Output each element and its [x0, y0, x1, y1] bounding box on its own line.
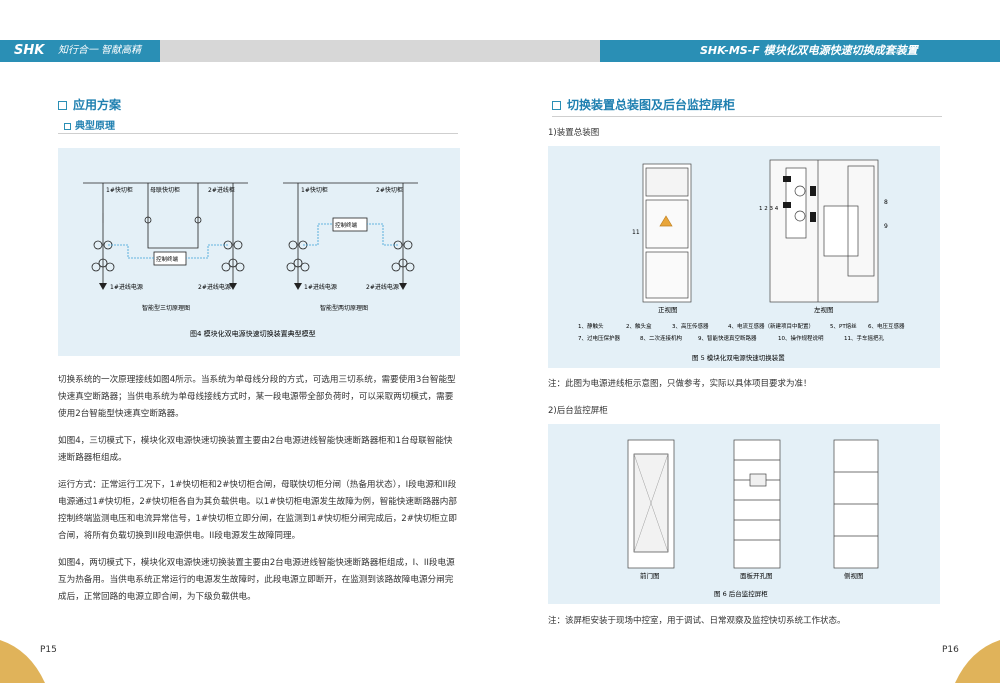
figure-5-box: 11 1 2 3 4 8 9 正视图 左视图 1、静触头 2、触头盒 3、高压传… [548, 146, 940, 368]
header-bar-right [600, 40, 1000, 62]
legend-item: 4、电流互感器（新建项目中配置） [728, 322, 814, 330]
legend-item: 6、电压互感器 [868, 322, 905, 330]
diagram-b-label-in2: 2#进线电源 [366, 283, 399, 291]
paragraph: 切换系统的一次原理接线如图4所示。当系统为单母线分段的方式，可选用三切系统，需要… [58, 375, 456, 419]
diagram-a-label-c1: 1#快切柜 [106, 186, 133, 194]
legend-item: 5、PT熔丝 [830, 322, 857, 330]
callout-9: 9 [884, 223, 888, 230]
legend-item: 1、静触头 [578, 322, 604, 330]
diagram-b-label-in1: 1#进线电源 [304, 283, 337, 291]
monitor-cabinet-drawing: 前门图 面板开孔图 侧视图 图 6 后台监控屏柜 [627, 439, 879, 598]
diagram-a-label-c3: 2#进线柜 [208, 186, 235, 194]
square-bullet-icon [64, 122, 71, 130]
left-subsection-title: 典型原理 [64, 117, 115, 132]
footer-decoration-right [955, 640, 1000, 683]
brand-logo: SHK [14, 43, 45, 58]
callout-8: 8 [884, 199, 888, 206]
square-bullet-icon [58, 101, 67, 110]
diagram-a-label-in1: 1#进线电源 [110, 283, 143, 291]
legend-item: 8、二次连接机构 [640, 334, 682, 342]
figure-4-caption: 图4 模块化双电源快速切换装置典型模型 [190, 329, 316, 338]
section-divider [58, 133, 458, 134]
header-bar-left [0, 40, 160, 62]
diagram-b-label-c1: 1#快切柜 [301, 186, 328, 194]
product-title: SHK-MS-F 模块化双电源快速切换成套装置 [700, 44, 918, 57]
diagram-a-label-in2: 2#进线电源 [198, 283, 231, 291]
diagram-b-caption: 智能型两切原理图 [320, 304, 368, 312]
diagram-a-label-ctrl: 控制终端 [156, 255, 179, 263]
diagram-a-label-c2: 母联快切柜 [150, 186, 180, 194]
diagram-a-caption: 智能型三切原理图 [142, 304, 190, 312]
panel-cutout-label: 面板开孔图 [740, 571, 773, 580]
monitor-subtitle: 2)后台监控屏柜 [548, 406, 608, 416]
figure-4-box: 1#快切柜 母联快切柜 2#进线柜 控制终端 1#进线电源 2#进线电源 智能型… [58, 148, 460, 356]
legend-item: 3、高压传感器 [672, 322, 709, 330]
front-door-label: 前门图 [640, 571, 660, 580]
page-number-right: P16 [942, 645, 959, 655]
brand-slogan: 知行合一 智献高精 [58, 45, 142, 56]
front-view-label: 正视图 [658, 305, 678, 314]
diagram-b-label-c2: 2#快切柜 [376, 186, 403, 194]
paragraph: 如图4，两切模式下，模块化双电源快速切换装置主要由2台电源进线智能快速断路器柜组… [58, 558, 455, 602]
square-bullet-icon [552, 101, 561, 110]
switchgear-assembly-drawing: 11 1 2 3 4 8 9 正视图 左视图 1、静触头 2、触头盒 3、高压传… [578, 159, 905, 362]
figure-6-box: 前门图 面板开孔图 侧视图 图 6 后台监控屏柜 [548, 424, 940, 604]
typical-principle-diagram: 1#快切柜 母联快切柜 2#进线柜 控制终端 1#进线电源 2#进线电源 智能型… [83, 182, 418, 338]
assembly-subtitle: 1)装置总装图 [548, 128, 600, 138]
note-assembly: 注：此图为电源进线柜示意图，只做参考，实际以具体项目要求为准！ [548, 379, 812, 389]
legend-item: 7、过电压保护器 [578, 334, 620, 342]
left-section-title: 应用方案 [58, 96, 121, 113]
side-view-label: 左视图 [814, 305, 834, 314]
legend-item: 2、触头盒 [626, 322, 652, 330]
right-section-title: 切换装置总装图及后台监控屏柜 [552, 96, 735, 113]
paragraph: 如图4，三切模式下，模块化双电源快速切换装置主要由2台电源进线智能快速断路器柜和… [58, 436, 453, 463]
section-divider [552, 116, 942, 117]
callout-11: 11 [632, 229, 640, 236]
left-body-text: 切换系统的一次原理接线如图4所示。当系统为单母线分段的方式，可选用三切系统，需要… [58, 372, 458, 606]
legend-item: 11、手车摇把孔 [844, 334, 884, 342]
page-number-left: P15 [40, 645, 57, 655]
legend-item: 10、操作规程说明 [778, 334, 824, 342]
paragraph: 运行方式：正常运行工况下，1#快切柜和2#快切柜合闸，母联快切柜分闸（热备用状态… [58, 480, 457, 541]
figure-6-caption: 图 6 后台监控屏柜 [714, 589, 768, 598]
diagram-b-label-ctrl: 控制终端 [335, 221, 358, 229]
figure-5-caption: 图 5 模块化双电源快速切换装置 [692, 353, 785, 362]
footer-decoration-left [0, 640, 45, 683]
header-bar-middle [160, 40, 600, 62]
note-monitor: 注：该屏柜安装于现场中控室，用于调试、日常观察及监控快切系统工作状态。 [548, 616, 846, 626]
side-view-cabinet-label: 侧视图 [844, 571, 864, 580]
callout-numbers: 1 2 3 4 [759, 206, 779, 212]
legend-item: 9、智能快速真空断路器 [698, 334, 757, 342]
